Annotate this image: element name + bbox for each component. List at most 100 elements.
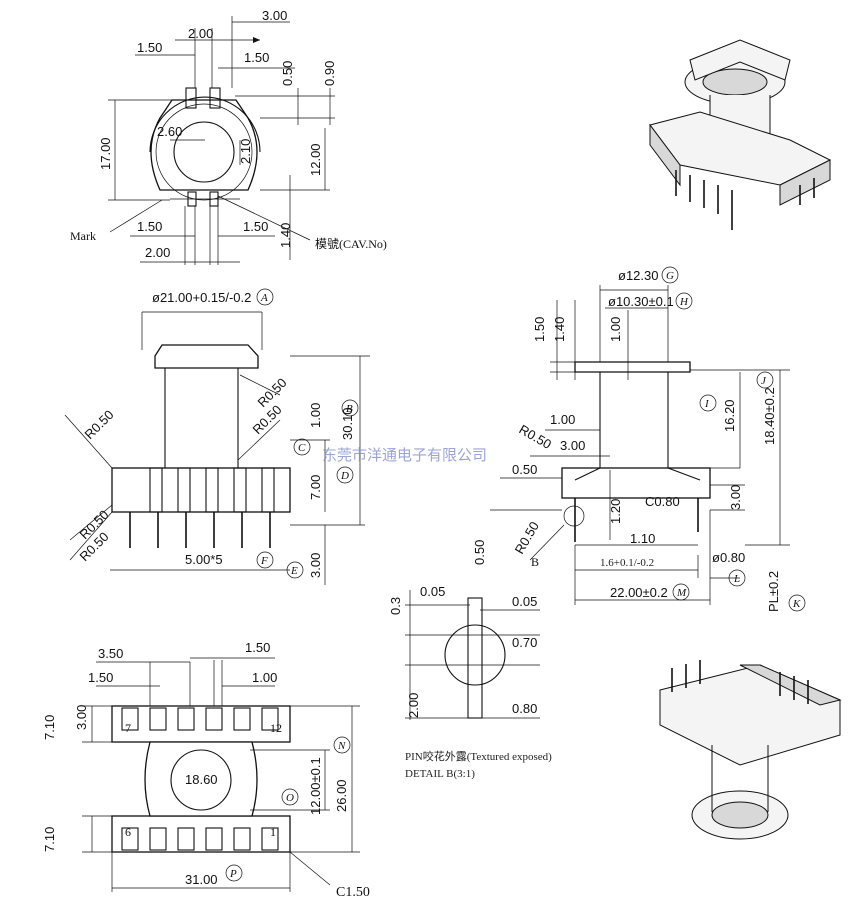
dim-d0-80: ø0.80 [712,550,745,565]
ref-i-circle: I [699,394,717,412]
dim-1-00: 1.00 [308,403,323,428]
top-view: 3.00 2.00 1.50 1.50 0.50 0.90 17.00 2.60… [70,8,387,265]
dim-pl: PL±0.2 [766,571,781,612]
dim-1-00-top: 1.00 [608,317,623,342]
dim-diameter: ø21.00+0.15/-0.2 [152,290,251,305]
pin-7: 7 [125,721,131,735]
pin-1: 1 [270,825,276,839]
dim-1-00-mid: 1.00 [550,412,575,427]
dim-26-00: 26.00 [334,779,349,812]
ref-n-circle: N [333,736,351,754]
dim-1-50-left: 1.50 [137,40,162,55]
svg-text:C: C [298,442,306,454]
bottom-pads-bottom [121,827,279,851]
dim-18-60: 18.60 [185,772,218,787]
dim-r0-50: R0.50 [517,422,555,452]
ref-j-circle: J [756,371,774,389]
detail-caption-2: DETAIL B(3:1) [405,768,475,780]
dim-7-10-bottom: 7.10 [42,827,57,852]
dim-0-50: 0.50 [512,462,537,477]
dim-1-20: 1.20 [608,499,623,524]
dim-c0-80: C0.80 [645,494,680,509]
ref-d-circle: D [336,466,354,484]
svg-text:K: K [792,598,801,610]
dim-0-05-right: 0.05 [512,594,537,609]
dim-1-50-right: 1.50 [245,640,270,655]
dim-16-20: 16.20 [722,399,737,432]
detail-b-marker: B [531,555,539,569]
pin-6: 6 [125,825,131,839]
svg-text:H: H [679,296,689,308]
dim-3-00: 3.00 [308,553,323,578]
cav-label: 模號(CAV.No) [315,237,387,251]
ref-f-circle: F [256,551,274,569]
ref-l-circle: L [728,569,746,587]
watermark-text: 东莞市洋通电子有限公司 [322,446,487,464]
dim-0-90: 0.90 [322,61,337,86]
dim-1-10: 1.10 [630,531,655,546]
dim-0-05-left: 0.05 [420,584,445,599]
mark-label: Mark [70,229,96,243]
dim-7-10-top: 7.10 [42,715,57,740]
iso-bottom-pins [671,660,809,704]
svg-text:E: E [290,565,298,577]
dim-2-10: 2.10 [238,139,253,164]
side-view: ø12.30 G ø10.30±0.1 H 1.50 1.40 1.00 I 1… [472,266,806,612]
svg-text:N: N [337,740,346,752]
dim-3-00: 3.00 [74,705,89,730]
dim-22-00: 22.00±0.2 [610,585,668,600]
dim-1-50: 1.50 [532,317,547,342]
dim-3-50: 3.50 [98,646,123,661]
dim-1-6: 1.6+0.1/-0.2 [600,557,654,569]
dim-r0-50-c: R0.50 [82,407,117,442]
dim-d10-30: ø10.30±0.1 [608,294,674,309]
front-view: ø21.00+0.15/-0.2 A R0.50 R0.50 R0.50 1.0… [64,288,370,585]
svg-text:I: I [704,398,710,410]
dim-1-50-left: 1.50 [88,670,113,685]
dim-1-50-bottom-right: 1.50 [243,219,268,234]
dim-0-3: 0.3 [388,597,403,615]
ref-a-circle: A [256,288,274,306]
dim-2-00: 2.00 [188,26,213,41]
front-slots [149,467,275,513]
detail-b-view: 0.3 0.05 0.05 0.70 2.00 0.80 PIN咬花外露(Tex… [388,584,552,780]
dim-2-00: 2.00 [406,693,421,718]
dim-3-00: 3.00 [560,438,585,453]
dim-0-70: 0.70 [512,635,537,650]
dim-0-80: 0.80 [512,701,537,716]
bottom-view: 3.50 1.50 1.50 1.00 7.10 3.00 7 12 18.60… [42,640,370,900]
dim-18-40: 18.40±0.2 [762,387,777,445]
iso-view-top [649,39,832,230]
svg-text:G: G [666,270,674,282]
bottom-pads-top [121,707,279,731]
dim-31-00: 31.00 [185,872,218,887]
ref-k-circle: K [788,594,806,612]
dim-1-00: 1.00 [252,670,277,685]
dim-c1-50: C1.50 [336,885,370,900]
dim-2-60: 2.60 [157,124,182,139]
dim-12-00: 12.00±0.1 [308,757,323,815]
front-pins [129,512,271,548]
dim-3-00-right: 3.00 [728,485,743,510]
dim-0-50-bottom: 0.50 [472,540,487,565]
svg-text:P: P [229,868,237,880]
svg-text:D: D [340,470,349,482]
detail-caption-1: PIN咬花外露(Textured exposed) [405,749,552,763]
dim-12-00: 12.00 [308,143,323,176]
pin-12: 12 [270,721,282,735]
svg-text:F: F [260,555,268,567]
ref-c-circle: C [293,438,311,456]
dim-d12-30: ø12.30 [618,268,658,283]
dim-1-40: 1.40 [278,223,293,248]
ref-m-circle: M [672,583,690,601]
ref-g-circle: G [661,266,679,284]
dim-17-00: 17.00 [98,137,113,170]
dim-0-50: 0.50 [280,61,295,86]
svg-text:J: J [761,375,767,387]
dim-7-00: 7.00 [308,475,323,500]
ref-b-circle: B [341,399,359,417]
svg-text:O: O [286,792,294,804]
dim-1-50-bottom-left: 1.50 [137,219,162,234]
ref-o-circle: O [281,788,299,806]
